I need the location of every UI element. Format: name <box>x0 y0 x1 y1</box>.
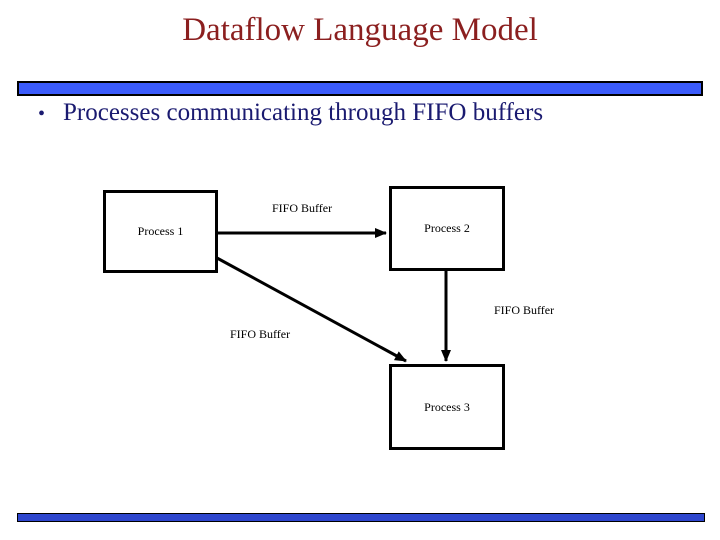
process-1-label: Process 1 <box>137 224 184 238</box>
footer-bar <box>17 513 705 522</box>
process-2-label: Process 2 <box>424 221 470 235</box>
bullet-text: Processes communicating through FIFO buf… <box>63 99 544 126</box>
bullet-line: • Processes communicating through FIFO b… <box>30 99 700 127</box>
arrow-process1-to-process3 <box>216 256 407 363</box>
title-divider-bar <box>17 81 703 96</box>
process-2-box: Process 2 <box>389 186 505 271</box>
fifo-buffer-label-right: FIFO Buffer <box>494 303 555 317</box>
bullet-icon: • <box>38 103 46 125</box>
fifo-buffer-label-left: FIFO Buffer <box>230 327 291 341</box>
slide-title: Dataflow Language Model <box>182 12 538 48</box>
fifo-buffer-label-top: FIFO Buffer <box>272 201 333 215</box>
process-1-box: Process 1 <box>103 190 218 273</box>
process-3-box: Process 3 <box>389 364 505 450</box>
process-3-label: Process 3 <box>424 399 470 414</box>
